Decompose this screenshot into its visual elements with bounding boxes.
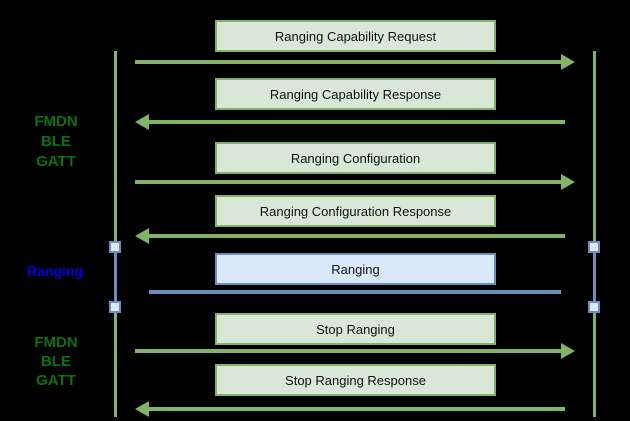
arrow-head-left-icon — [135, 401, 149, 417]
lifeline-left — [114, 51, 117, 417]
arrow-head-right-icon — [561, 284, 575, 300]
arrow-head-left-icon — [135, 228, 149, 244]
section-label-line: Ranging — [27, 263, 83, 279]
message-box-ranging-capability-request: Ranging Capability Request — [215, 20, 496, 52]
message-arrow-right — [135, 343, 575, 359]
arrow-shaft — [135, 349, 563, 353]
section-label-line: GATT — [36, 153, 76, 170]
section-label-fmdn-ble-gatt-bottom: FMDN BLE GATT — [0, 333, 112, 390]
message-box-ranging-configuration: Ranging Configuration — [215, 142, 496, 174]
arrow-head-right-icon — [561, 174, 575, 190]
message-box-stop-ranging-response: Stop Ranging Response — [215, 364, 496, 396]
arrow-shaft — [147, 290, 563, 294]
section-label-ranging: Ranging — [0, 261, 111, 281]
section-label-line: GATT — [36, 372, 76, 389]
arrow-shaft — [147, 120, 565, 124]
message-arrow-left — [135, 401, 565, 417]
activation-marker — [588, 241, 600, 253]
message-arrow-right — [135, 54, 575, 70]
section-label-line: FMDN — [34, 334, 78, 351]
activation-marker — [109, 241, 121, 253]
message-arrow-left — [135, 228, 565, 244]
message-arrow-right — [135, 174, 575, 190]
activation-marker — [109, 301, 121, 313]
arrow-shaft — [147, 407, 565, 411]
activation-marker — [588, 301, 600, 313]
arrow-shaft — [135, 60, 563, 64]
arrow-head-left-icon — [135, 284, 149, 300]
message-box-ranging-configuration-response: Ranging Configuration Response — [215, 195, 496, 227]
message-arrow-bidirectional — [135, 284, 575, 300]
ranging-active-segment-right — [593, 252, 596, 302]
section-label-line: BLE — [41, 353, 71, 370]
arrow-head-right-icon — [561, 343, 575, 359]
lifeline-right — [593, 51, 596, 417]
arrow-head-left-icon — [135, 114, 149, 130]
ranging-active-segment-left — [114, 252, 117, 302]
section-label-fmdn-ble-gatt-top: FMDN BLE GATT — [0, 112, 112, 172]
section-label-line: BLE — [41, 133, 71, 150]
section-label-line: FMDN — [34, 113, 78, 130]
message-box-stop-ranging: Stop Ranging — [215, 313, 496, 345]
arrow-shaft — [135, 180, 563, 184]
arrow-head-right-icon — [561, 54, 575, 70]
arrow-shaft — [147, 234, 565, 238]
message-arrow-left — [135, 114, 565, 130]
message-box-ranging: Ranging — [215, 253, 496, 285]
message-box-ranging-capability-response: Ranging Capability Response — [215, 78, 496, 110]
